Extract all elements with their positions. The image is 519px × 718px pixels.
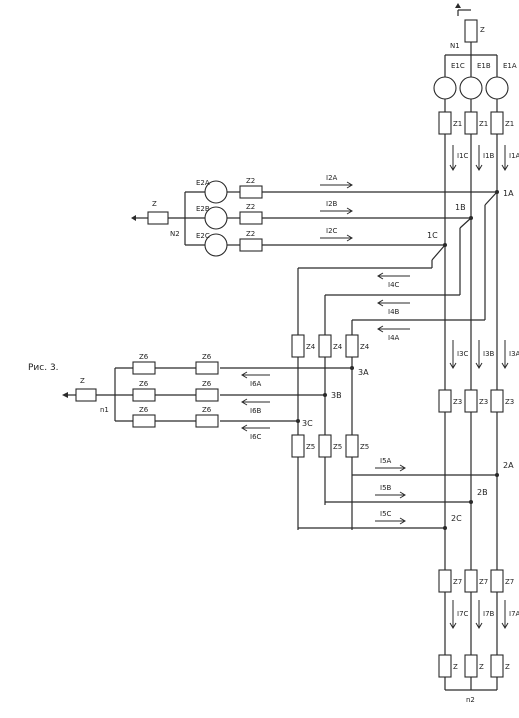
svg-text:I3C: I3C xyxy=(457,350,469,358)
svg-text:Z: Z xyxy=(480,26,485,34)
load6-wires xyxy=(62,367,352,422)
svg-text:Рис. 3.: Рис. 3. xyxy=(28,363,59,373)
svg-text:Z1: Z1 xyxy=(479,120,488,128)
node-3: 3A 3B 3C xyxy=(296,366,369,428)
line4-impedances: Z4 Z4 Z4 xyxy=(291,334,370,358)
gen2-wires xyxy=(131,191,497,246)
gen1-source-a-label: E1A xyxy=(503,62,517,70)
line3-currents: I3A I3B I3C xyxy=(449,340,519,369)
svg-text:Z4: Z4 xyxy=(306,343,316,351)
svg-text:2B: 2B xyxy=(477,488,488,497)
svg-text:Z6: Z6 xyxy=(202,380,212,388)
svg-text:N2: N2 xyxy=(170,230,180,238)
gen2-current-arrows: I2A I2B I2C xyxy=(320,174,353,242)
svg-text:I1A: I1A xyxy=(509,152,519,160)
gen2-sources: E2A E2B E2C xyxy=(196,179,228,257)
svg-text:Z: Z xyxy=(505,663,510,671)
line5-wires: 2A 2B 2C xyxy=(298,461,514,530)
svg-text:Z7: Z7 xyxy=(479,578,488,586)
line3-impedances: Z3 Z3 Z3 xyxy=(438,389,514,413)
svg-text:Z5: Z5 xyxy=(306,443,315,451)
line5-currents: I5A I5B I5C xyxy=(375,457,406,525)
svg-text:I7A: I7A xyxy=(509,610,519,618)
svg-text:Z3: Z3 xyxy=(453,398,462,406)
line4-currents: I4C I4B I4A xyxy=(377,272,410,342)
svg-text:Z2: Z2 xyxy=(246,203,255,211)
svg-text:Z3: Z3 xyxy=(505,398,514,406)
svg-text:Z7: Z7 xyxy=(505,578,514,586)
svg-text:Z4: Z4 xyxy=(333,343,343,351)
svg-text:3C: 3C xyxy=(302,419,313,428)
svg-text:2A: 2A xyxy=(503,461,514,470)
svg-text:I2C: I2C xyxy=(326,227,338,235)
svg-text:Z6: Z6 xyxy=(139,353,149,361)
svg-text:Z5: Z5 xyxy=(333,443,342,451)
svg-text:E2B: E2B xyxy=(196,205,210,213)
svg-text:I2B: I2B xyxy=(326,200,338,208)
svg-text:Z4: Z4 xyxy=(360,343,370,351)
gen2-neutral: Z N2 xyxy=(147,200,180,238)
svg-text:3A: 3A xyxy=(358,368,369,377)
svg-text:1A: 1A xyxy=(503,189,514,198)
svg-text:Z7: Z7 xyxy=(453,578,462,586)
svg-text:Z: Z xyxy=(453,663,458,671)
svg-text:I4B: I4B xyxy=(388,308,400,316)
svg-text:I6B: I6B xyxy=(250,407,262,415)
svg-text:I2A: I2A xyxy=(326,174,338,182)
svg-text:Z6: Z6 xyxy=(202,406,212,414)
gen1-sources: E1A E1B E1C xyxy=(433,62,517,100)
load6-neutral: Z n1 xyxy=(75,377,109,414)
svg-text:Z2: Z2 xyxy=(246,230,255,238)
svg-text:Z: Z xyxy=(80,377,85,385)
svg-text:I3A: I3A xyxy=(509,350,519,358)
svg-text:Z6: Z6 xyxy=(139,380,149,388)
svg-text:Z3: Z3 xyxy=(479,398,488,406)
svg-text:Z6: Z6 xyxy=(202,353,212,361)
gen2-impedances: Z2 Z2 Z2 xyxy=(239,177,263,252)
line7-currents: I7A I7B I7C xyxy=(449,600,519,629)
svg-text:I3B: I3B xyxy=(483,350,495,358)
svg-text:1B: 1B xyxy=(455,203,466,212)
line7-impedances: Z7 Z7 Z7 xyxy=(438,569,514,593)
svg-text:I5A: I5A xyxy=(380,457,392,465)
line4-wires xyxy=(297,191,498,530)
gen1-impedances: Z1 Z1 Z1 xyxy=(438,111,514,135)
svg-text:Z1: Z1 xyxy=(505,120,514,128)
svg-text:I5C: I5C xyxy=(380,510,392,518)
end-load-impedances: Z Z Z n2 xyxy=(438,654,510,704)
svg-text:N1: N1 xyxy=(450,42,460,50)
svg-text:E2C: E2C xyxy=(196,232,210,240)
svg-text:I5B: I5B xyxy=(380,484,392,492)
svg-text:I6C: I6C xyxy=(250,433,262,441)
svg-text:Z5: Z5 xyxy=(360,443,369,451)
gen1-neutral-impedance: Z N1 xyxy=(450,19,485,50)
svg-text:Z2: Z2 xyxy=(246,177,255,185)
figure-caption: Рис. 3. xyxy=(28,363,59,373)
svg-text:Z6: Z6 xyxy=(139,406,149,414)
svg-text:n1: n1 xyxy=(100,406,109,414)
svg-text:I7C: I7C xyxy=(457,610,469,618)
svg-text:Z1: Z1 xyxy=(453,120,462,128)
svg-text:3B: 3B xyxy=(331,391,342,400)
load6-currents: I6A I6B I6C xyxy=(241,371,270,441)
gen1-source-b-label: E1B xyxy=(477,62,491,70)
svg-text:E2A: E2A xyxy=(196,179,210,187)
gen1-source-c-label: E1C xyxy=(451,62,465,70)
svg-text:n2: n2 xyxy=(466,696,475,704)
line5-impedances: Z5 Z5 Z5 xyxy=(291,434,369,458)
svg-text:I1C: I1C xyxy=(457,152,469,160)
svg-text:I4C: I4C xyxy=(388,281,400,289)
load6-impedances: Z6 Z6 Z6 Z6 Z6 Z6 xyxy=(132,353,219,428)
svg-text:I1B: I1B xyxy=(483,152,495,160)
svg-text:I4A: I4A xyxy=(388,334,400,342)
gen1-current-arrows: I1A I1B I1C xyxy=(449,145,519,171)
svg-text:I7B: I7B xyxy=(483,610,495,618)
svg-text:2C: 2C xyxy=(451,514,462,523)
svg-text:I6A: I6A xyxy=(250,380,262,388)
svg-text:Z: Z xyxy=(152,200,157,208)
svg-text:Z: Z xyxy=(479,663,484,671)
svg-text:1C: 1C xyxy=(427,231,438,240)
